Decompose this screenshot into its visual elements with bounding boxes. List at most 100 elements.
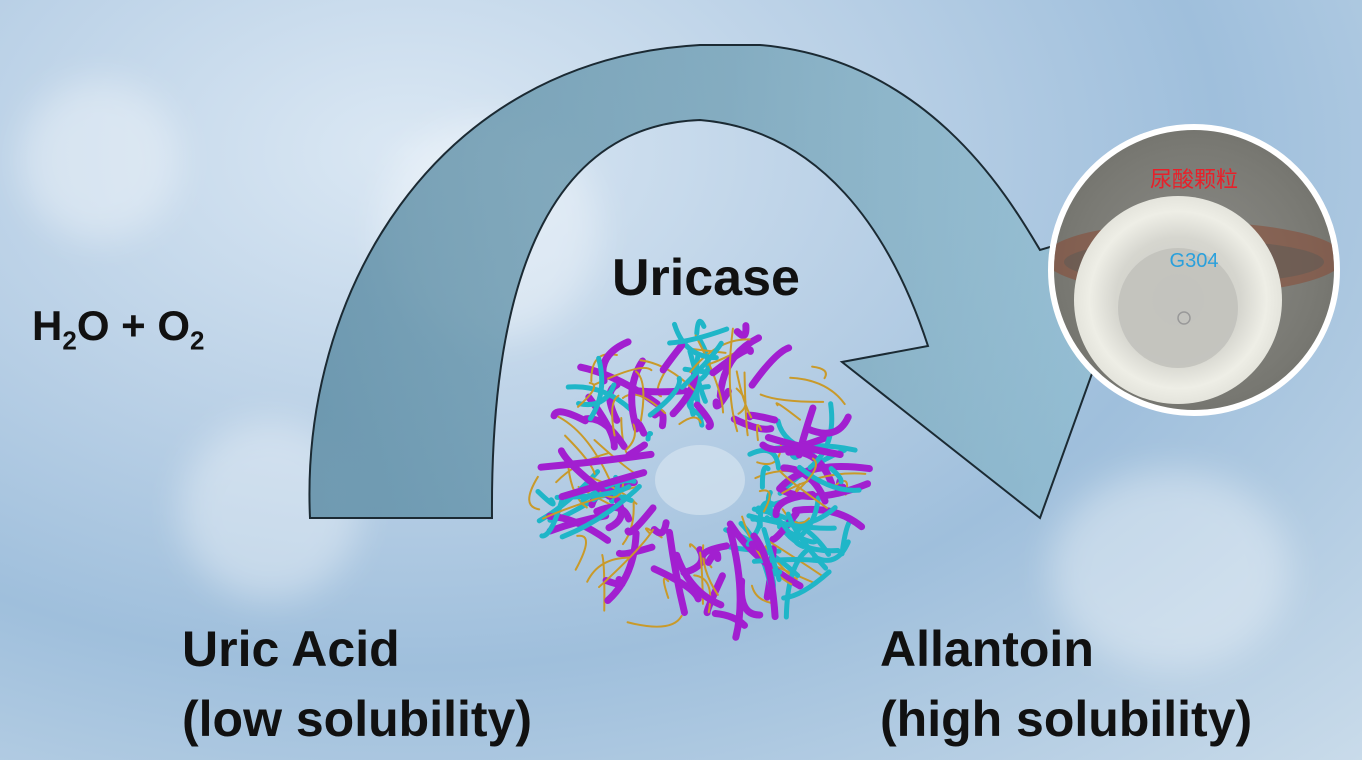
protein-ribbon-segment: [662, 577, 670, 599]
protein-ribbon-segment: [783, 547, 810, 620]
protein-ribbon-segment: [528, 475, 541, 511]
protein-ribbon-segment: [803, 413, 852, 437]
protein-ribbon-segment: [778, 469, 828, 509]
cosubstrate-label: H2O + O2: [32, 302, 205, 356]
protein-ribbon-segment: [574, 534, 588, 571]
protein-ribbon-segment: [598, 528, 655, 589]
protein-ribbon-segment: [811, 365, 827, 380]
protein-ribbon-segment: [795, 457, 817, 493]
protein-ribbon-segment: [775, 402, 801, 421]
protein-ribbon-segment: [761, 527, 782, 583]
protein-ribbon-segment: [659, 341, 686, 374]
protein-ribbon-segment: [743, 371, 749, 437]
protein-ribbon-segment: [781, 569, 832, 601]
protein-ribbon-segment: [756, 423, 763, 442]
protein-ribbon-segment: [604, 529, 640, 605]
protein-ribbon-segment: [735, 370, 753, 419]
protein-ribbon-segment: [553, 413, 611, 481]
culture-plate-image: [1054, 196, 1334, 404]
uric-acid-granule-label: 尿酸颗粒: [1149, 168, 1238, 193]
protein-ribbon-segment: [621, 499, 635, 546]
substrate-name: Uric Acid: [182, 621, 400, 677]
product-note: (high solubility): [880, 691, 1253, 747]
protein-ribbon-segment: [781, 508, 811, 525]
protein-ribbon-segment: [759, 393, 825, 403]
protein-ribbon-segment: [647, 375, 682, 418]
protein-ribbon-segment: [757, 500, 776, 529]
protein-ribbon-segment: [701, 544, 719, 596]
protein-ribbon-segment: [667, 326, 730, 346]
protein-ribbon-segment: [785, 511, 829, 571]
protein-central-pore: [655, 445, 745, 515]
protein-ribbon-segment: [687, 348, 708, 404]
product-label: Allantoin (high solubility): [880, 614, 1252, 754]
protein-ribbon-segment: [645, 431, 654, 442]
protein-ribbon-segment: [750, 584, 773, 604]
protein-ribbon-segment: [587, 355, 605, 422]
protein-ribbon-segment: [625, 441, 648, 459]
protein-ribbon-segment: [785, 448, 836, 487]
protein-ribbon-segment: [694, 334, 725, 414]
protein-ribbon-segment: [650, 565, 702, 603]
protein-ribbon-segment: [711, 610, 749, 629]
protein-ribbon-segment: [807, 401, 835, 471]
protein-ribbon-segment: [751, 556, 821, 564]
protein-ribbon-segment: [634, 387, 689, 396]
protein-ribbon-segment: [625, 423, 636, 451]
protein-ribbon-segment: [764, 433, 844, 459]
protein-ribbon-segment: [750, 532, 779, 621]
protein-ribbon-segment: [678, 416, 702, 426]
strain-label: G304: [1169, 250, 1219, 272]
protein-ribbon-segment: [688, 384, 711, 418]
protein-ribbon-segment: [700, 542, 730, 558]
protein-ribbon-segment: [537, 450, 655, 471]
protein-ribbon-segment: [564, 434, 596, 475]
protein-ribbon-segment: [535, 488, 556, 507]
protein-ribbon-segment: [539, 497, 565, 539]
protein-ribbon-segment: [693, 574, 712, 614]
protein-ribbon-segment: [611, 394, 620, 437]
petri-dish-inset: 尿酸颗粒 G304: [1048, 124, 1340, 416]
protein-ribbon-segment: [728, 327, 739, 433]
protein-ribbon-segment: [651, 408, 667, 430]
uricase-protein-structure: [528, 318, 873, 641]
protein-ribbon-segment: [709, 346, 754, 377]
protein-ribbon-segment: [577, 363, 661, 408]
protein-ribbon-segment: [759, 465, 771, 490]
protein-ribbon-segment: [559, 483, 642, 540]
background-bokeh: [1050, 470, 1290, 670]
substrate-note: (low solubility): [182, 691, 532, 747]
protein-ribbon-segment: [759, 434, 829, 453]
protein-ribbon-segment: [789, 376, 846, 406]
protein-ribbon-segment: [726, 520, 804, 590]
protein-ribbon-segment: [558, 469, 648, 501]
substrate-label: Uric Acid (low solubility): [182, 614, 532, 754]
protein-ribbon-segment: [550, 408, 589, 425]
protein-ribbon-segment: [693, 401, 714, 431]
product-name: Allantoin: [880, 621, 1094, 677]
protein-ribbon-segment: [634, 370, 645, 422]
protein-ribbon-segment: [704, 549, 722, 566]
protein-ribbon-segment: [576, 381, 596, 408]
protein-ribbon-segment: [828, 466, 844, 485]
protein-ribbon-segment: [633, 418, 648, 437]
protein-ribbon-segment: [745, 411, 779, 424]
enzyme-label: Uricase: [612, 249, 800, 307]
protein-ribbon-segment: [694, 318, 707, 336]
protein-ribbon-segment: [772, 491, 817, 519]
curved-reaction-arrow: [308, 44, 1150, 520]
protein-ribbon-segment: [748, 344, 793, 389]
protein-ribbon-segment: [758, 489, 771, 513]
protein-ribbon-segment: [673, 551, 725, 609]
protein-ribbon-segment: [557, 447, 613, 500]
protein-ribbon-segment: [781, 472, 867, 495]
protein-ribbon-segment: [769, 509, 800, 543]
protein-ribbon-segment: [797, 464, 862, 493]
background-bokeh: [20, 80, 180, 240]
protein-ribbon-segment: [601, 554, 606, 612]
protein-ribbon-segment: [712, 387, 732, 410]
protein-ribbon-segment: [679, 340, 724, 390]
protein-ribbon-segment: [733, 322, 750, 339]
